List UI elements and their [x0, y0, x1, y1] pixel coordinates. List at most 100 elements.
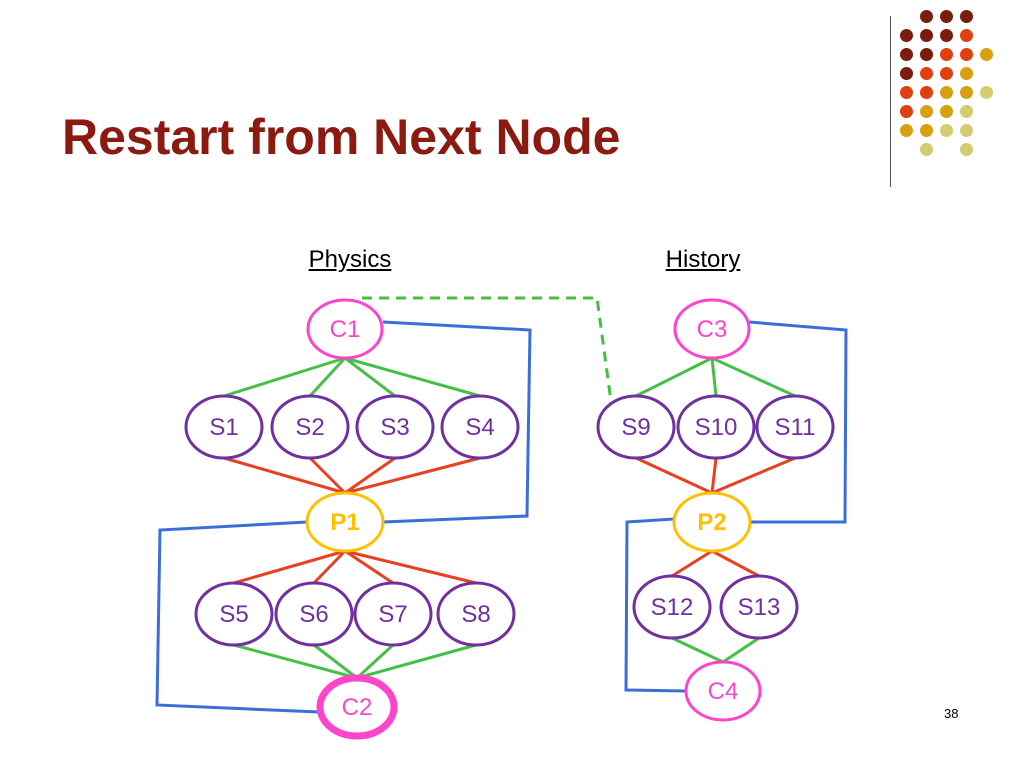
edge-s3-p1: [344, 456, 396, 495]
decorative-dot: [960, 29, 973, 42]
edge-s1-p1: [223, 456, 346, 495]
node-c1: C1: [306, 298, 384, 360]
node-s13-label: S13: [738, 594, 781, 621]
node-s2-label: S2: [295, 414, 324, 441]
node-s1-ellipse: [184, 394, 264, 460]
decorative-dot: [940, 29, 953, 42]
edge-c3-p2: [748, 320, 848, 524]
node-s13: S13: [719, 574, 799, 640]
node-c4-label: C4: [708, 678, 739, 705]
decorative-dot: [900, 29, 913, 42]
decorative-dot: [900, 48, 913, 61]
decorative-dot: [920, 48, 933, 61]
node-s4-ellipse: [440, 394, 520, 460]
node-p1-ellipse: [305, 491, 385, 553]
node-c2-label: C2: [342, 694, 373, 721]
title-divider-line: [890, 16, 891, 187]
decorative-dot: [960, 48, 973, 61]
edge-s2-p1: [308, 456, 347, 495]
edge-s10-p2: [710, 457, 718, 494]
node-c2: C2: [316, 674, 398, 740]
edge-s11-p2: [711, 456, 796, 495]
decorative-dot: [940, 10, 953, 23]
history-column-label: History: [665, 246, 741, 273]
node-s6-ellipse: [274, 581, 354, 647]
decorative-dot: [960, 124, 973, 137]
node-s5: S5: [194, 581, 274, 647]
node-p1-label: P1: [330, 509, 359, 536]
node-s7: S7: [353, 581, 433, 647]
node-s3: S3: [355, 394, 435, 460]
edge-s4-p1: [344, 456, 481, 495]
node-s4: S4: [440, 394, 520, 460]
decorative-dot: [960, 67, 973, 80]
decorative-dot: [900, 86, 913, 99]
decorative-dot: [920, 67, 933, 80]
node-s11: S11: [755, 394, 835, 460]
edge-p1-s5: [233, 549, 346, 585]
edge-p1-s7: [344, 549, 394, 585]
node-p2: P2: [672, 491, 752, 553]
node-s12-ellipse: [632, 574, 712, 640]
node-c4-ellipse: [684, 660, 762, 722]
decorative-dot: [940, 105, 953, 118]
edge-s8-c2: [356, 643, 477, 680]
decorative-dot: [940, 48, 953, 61]
node-c1-ellipse: [306, 298, 384, 360]
decorative-dot: [900, 67, 913, 80]
node-s1: S1: [184, 394, 264, 460]
node-s8-ellipse: [436, 581, 516, 647]
node-s4-label: S4: [465, 414, 494, 441]
decorative-dot: [920, 105, 933, 118]
decorative-dot: [920, 143, 933, 156]
decorative-dot: [980, 86, 993, 99]
decorative-dot: [920, 124, 933, 137]
decorative-dot: [920, 29, 933, 42]
node-s3-ellipse: [355, 394, 435, 460]
node-s2: S2: [270, 394, 350, 460]
edge-c1-s4: [344, 356, 481, 398]
edge-p1-s6: [312, 549, 347, 585]
edge-c3-s9: [635, 356, 713, 398]
node-c4: C4: [684, 660, 762, 722]
node-s6: S6: [274, 581, 354, 647]
decorative-dot: [900, 105, 913, 118]
decorative-dot: [960, 86, 973, 99]
decorative-dot: [980, 48, 993, 61]
edge-s13-c4: [722, 636, 760, 664]
node-c3: C3: [673, 298, 751, 360]
node-s5-ellipse: [194, 581, 274, 647]
decorative-dot: [940, 86, 953, 99]
edge-c3-s10: [710, 357, 718, 397]
decorative-dot: [900, 124, 913, 137]
node-s9-label: S9: [621, 414, 650, 441]
decorative-dot: [960, 10, 973, 23]
edge-c1-s2: [308, 356, 347, 398]
node-c2-ellipse: [316, 674, 398, 740]
decorative-dot: [960, 143, 973, 156]
page-number: 38: [944, 706, 959, 721]
decorative-dot: [920, 86, 933, 99]
decorative-dot: [920, 10, 933, 23]
edge-p1-s8: [344, 549, 477, 585]
node-s10: S10: [676, 394, 756, 460]
edge-s12-c4: [671, 636, 724, 664]
edge-s5-c2: [233, 643, 358, 680]
node-s13-ellipse: [719, 574, 799, 640]
node-s6-label: S6: [299, 601, 328, 628]
edge-c1-s3: [344, 356, 396, 398]
edge-p2-c4: [624, 517, 687, 693]
node-s7-ellipse: [353, 581, 433, 647]
node-s8: S8: [436, 581, 516, 647]
node-c1-label: C1: [330, 316, 361, 343]
edge-c1-p1: [382, 320, 532, 524]
node-s2-ellipse: [270, 394, 350, 460]
node-s8-label: S8: [461, 601, 490, 628]
decorative-dot: [960, 105, 973, 118]
edge-p1-c2: [155, 520, 320, 714]
edge-p2-s12: [671, 549, 713, 578]
node-s9-ellipse: [596, 394, 676, 460]
node-s7-label: S7: [378, 601, 407, 628]
physics-column-label: Physics: [308, 246, 392, 273]
node-s5-label: S5: [219, 601, 248, 628]
